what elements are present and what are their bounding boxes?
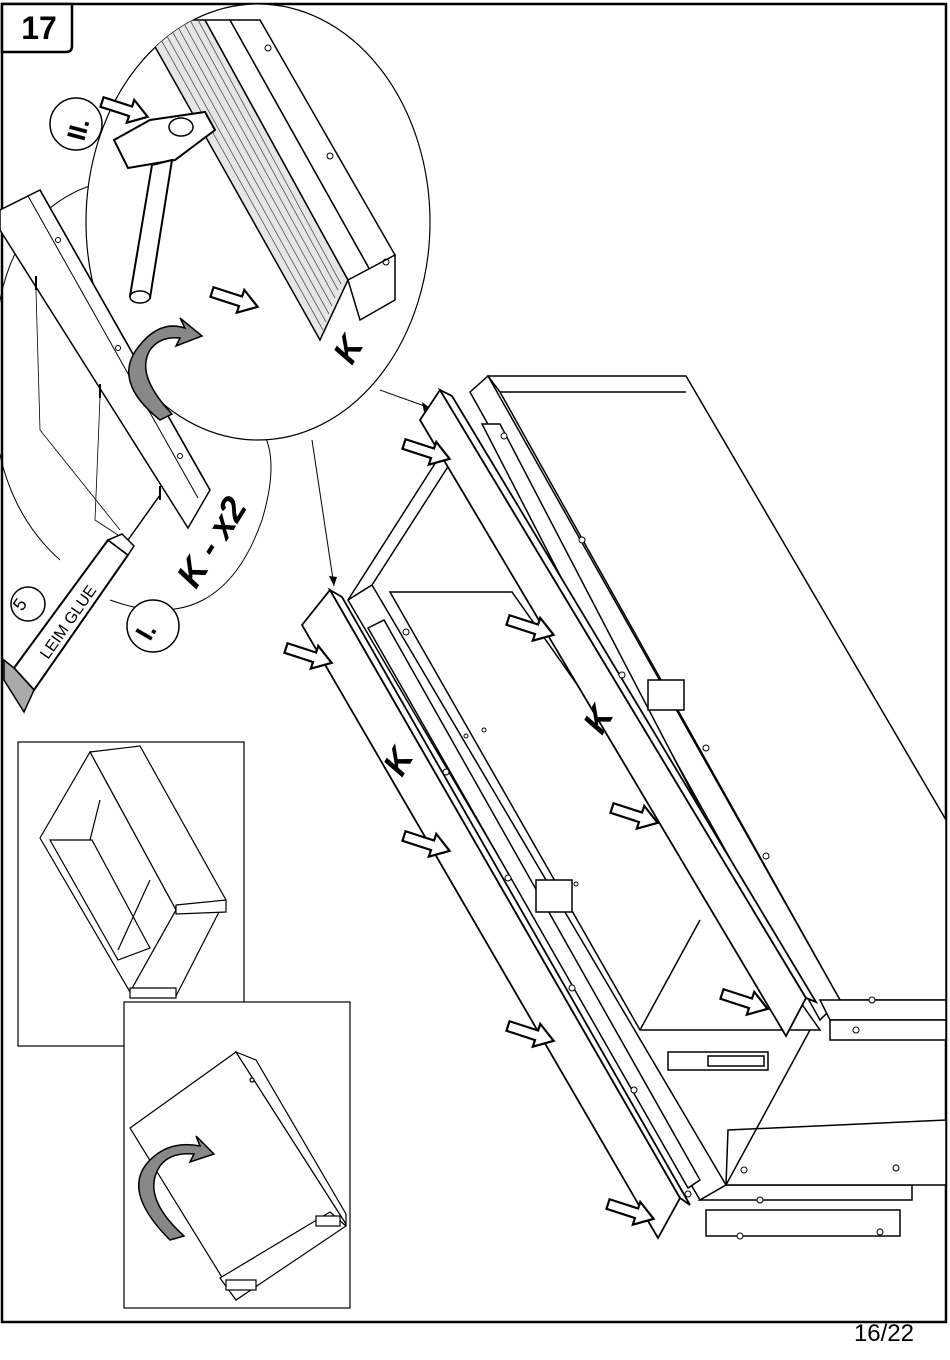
pointer-line	[312, 440, 334, 586]
step-number: 17	[6, 6, 72, 50]
inset-rotate-cabinet	[124, 1002, 350, 1308]
inset-assembled-cabinet	[18, 742, 244, 1046]
pointer-line	[380, 390, 430, 408]
page-number: 16/22	[854, 1320, 914, 1348]
